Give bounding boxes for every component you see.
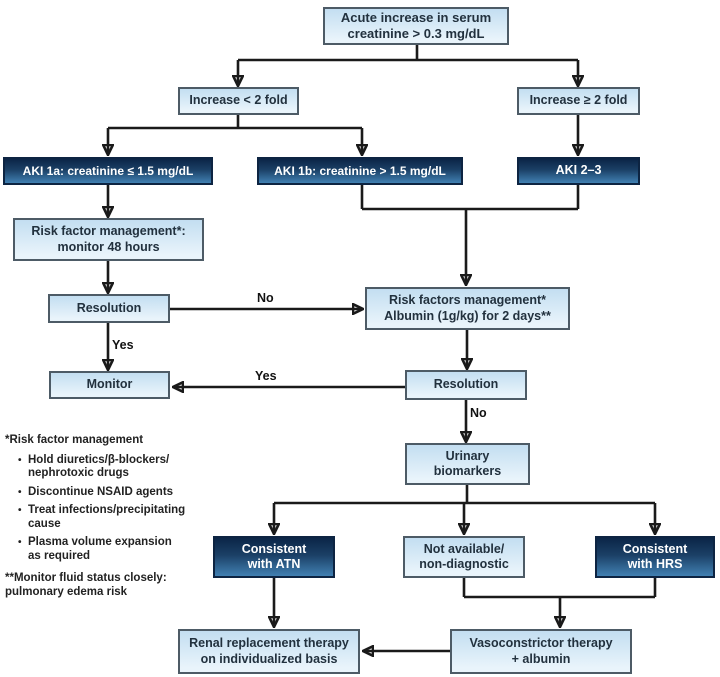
node-resolution-left: Resolution: [48, 294, 170, 323]
node-increase-lt-2fold: Increase < 2 fold: [178, 87, 299, 115]
node-risk-factors-albumin: Risk factors management* Albumin (1g/kg)…: [365, 287, 570, 330]
node-consistent-hrs: Consistent with HRS: [595, 536, 715, 578]
node-consistent-atn: Consistent with ATN: [213, 536, 335, 578]
footnote-bullet-item: • Plasma volume expansion as required: [18, 536, 210, 563]
node-aki-2-3: AKI 2–3: [517, 157, 640, 185]
node-urinary-biomarkers: Urinary biomarkers: [405, 443, 530, 485]
edge-label-no-right: No: [470, 406, 487, 420]
bullet-icon: •: [18, 505, 22, 516]
node-vasoconstrictor: Vasoconstrictor therapy + albumin: [450, 629, 632, 674]
bullet-icon: •: [18, 454, 22, 466]
footnote-bullet-item: • Hold diuretics/β-blockers/ nephrotoxic…: [18, 454, 210, 481]
footnote-bullet-text: Hold diuretics/β-blockers/ nephrotoxic d…: [28, 453, 170, 480]
node-monitor: Monitor: [49, 371, 170, 399]
footnote-bullet-text: Discontinue NSAID agents: [28, 485, 174, 498]
node-risk-factor-mgmt-48h: Risk factor management*: monitor 48 hour…: [13, 218, 204, 261]
footnote-risk-title: *Risk factor management: [5, 434, 144, 446]
node-resolution-right: Resolution: [405, 370, 527, 400]
node-aki-1a: AKI 1a: creatinine ≤ 1.5 mg/dL: [3, 157, 213, 185]
bullet-icon: •: [18, 537, 22, 548]
footnote-bullet-item: • Discontinue NSAID agents: [18, 486, 210, 500]
edge-label-no-left: No: [257, 291, 274, 305]
footnote-bullet-list: • Hold diuretics/β-blockers/ nephrotoxic…: [5, 454, 210, 564]
footnotes: *Risk factor management • Hold diuretics…: [5, 434, 210, 611]
node-renal-replacement: Renal replacement therapy on individuali…: [178, 629, 360, 674]
node-acute-increase: Acute increase in serum creatinine > 0.3…: [323, 7, 509, 45]
bullet-icon: •: [18, 486, 22, 498]
footnote-bullet-text: Plasma volume expansion as required: [28, 536, 172, 562]
edge-label-yes-right: Yes: [255, 369, 277, 383]
node-not-available: Not available/ non-diagnostic: [403, 536, 525, 578]
footnote-monitor-note: **Monitor fluid status closely: pulmonar…: [5, 572, 167, 598]
node-increase-ge-2fold: Increase ≥ 2 fold: [517, 87, 640, 115]
edge-label-yes-left: Yes: [112, 338, 134, 352]
footnote-bullet-item: • Treat infections/precipitating cause: [18, 504, 210, 531]
node-aki-1b: AKI 1b: creatinine > 1.5 mg/dL: [257, 157, 463, 185]
footnote-bullet-text: Treat infections/precipitating cause: [28, 504, 186, 530]
